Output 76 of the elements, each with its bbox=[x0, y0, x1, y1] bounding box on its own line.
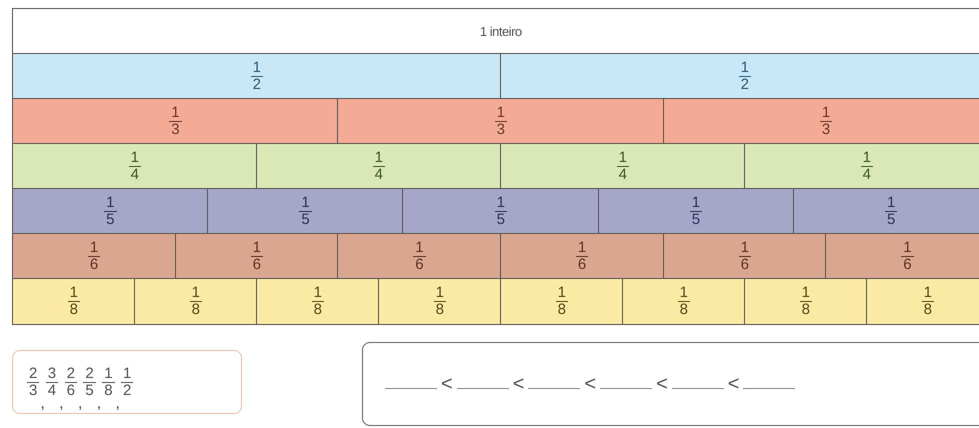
fraction-bar bbox=[12, 98, 339, 144]
less-than-sign: < bbox=[441, 372, 453, 396]
fraction: 1 8 bbox=[556, 284, 568, 318]
fraction: 1 5 bbox=[690, 194, 702, 228]
fraction-bar bbox=[402, 188, 600, 234]
fraction-bar bbox=[256, 278, 380, 324]
fraction: 2 5 bbox=[83, 366, 96, 398]
fraction: 1 4 bbox=[128, 150, 141, 183]
fraction: 1 6 bbox=[413, 240, 426, 273]
answer-card bbox=[362, 342, 979, 426]
fraction-bar bbox=[174, 233, 339, 280]
fraction-bar bbox=[500, 278, 624, 324]
fraction-bar bbox=[12, 53, 502, 100]
fraction-bar bbox=[337, 98, 664, 144]
comma: , bbox=[96, 395, 102, 413]
fraction-bar bbox=[12, 278, 136, 324]
fraction: 1 6 bbox=[901, 240, 914, 273]
comma: , bbox=[78, 395, 82, 413]
fraction-bar bbox=[662, 98, 979, 144]
fraction: 1 3 bbox=[820, 104, 832, 138]
fraction-bar bbox=[622, 278, 746, 324]
fraction-bar bbox=[744, 278, 868, 324]
fraction: 1 2 bbox=[120, 366, 134, 398]
fraction: 1 5 bbox=[299, 194, 312, 228]
fraction: 1 6 bbox=[576, 240, 588, 273]
fraction: 1 6 bbox=[738, 240, 751, 273]
fraction: 1 8 bbox=[190, 284, 202, 318]
bar-title: 1 inteiro bbox=[480, 24, 522, 39]
fraction: 1 8 bbox=[678, 284, 690, 318]
fraction-bar bbox=[500, 233, 664, 280]
comma: , bbox=[40, 395, 45, 413]
comma: , bbox=[116, 395, 120, 413]
fraction: 1 4 bbox=[616, 150, 629, 183]
fraction: 1 8 bbox=[68, 284, 80, 318]
fraction-bar bbox=[134, 278, 258, 324]
fraction-bar bbox=[500, 143, 746, 190]
fraction-bar bbox=[598, 188, 794, 234]
less-than-sign: < bbox=[656, 372, 668, 396]
fraction-bar bbox=[744, 143, 979, 190]
fraction-bar bbox=[12, 188, 209, 234]
fraction: 1 5 bbox=[494, 194, 507, 228]
less-than-sign: < bbox=[584, 372, 596, 396]
fraction-list-card bbox=[12, 350, 242, 414]
fraction: 1 8 bbox=[800, 284, 812, 318]
fraction: 1 6 bbox=[88, 240, 100, 273]
fraction-bar bbox=[500, 53, 979, 100]
fraction: 3 4 bbox=[46, 366, 58, 398]
fraction: 1 4 bbox=[860, 150, 873, 183]
fraction: 1 8 bbox=[312, 284, 324, 318]
less-than-sign: < bbox=[728, 372, 740, 396]
fraction-bar bbox=[207, 188, 404, 234]
fraction: 1 2 bbox=[250, 60, 263, 93]
comma: , bbox=[59, 395, 64, 413]
fraction: 1 6 bbox=[250, 240, 263, 273]
fraction: 2 3 bbox=[27, 366, 40, 398]
fraction-bar bbox=[256, 143, 502, 190]
fraction: 1 3 bbox=[169, 104, 182, 138]
fraction: 1 2 bbox=[738, 60, 751, 93]
fraction: 1 8 bbox=[922, 284, 934, 318]
fraction-bar bbox=[866, 278, 979, 324]
fraction-bar bbox=[792, 188, 979, 234]
fraction-bar bbox=[12, 233, 176, 280]
fraction: 1 4 bbox=[372, 150, 385, 183]
fraction: 1 8 bbox=[434, 284, 446, 318]
fraction-bar bbox=[662, 233, 827, 280]
fraction-bar bbox=[825, 233, 979, 280]
fraction: 2 6 bbox=[64, 366, 77, 398]
fraction: 1 3 bbox=[494, 104, 507, 138]
fraction-bar bbox=[12, 143, 258, 190]
fraction: 1 5 bbox=[104, 194, 117, 228]
fraction-bar bbox=[337, 233, 502, 280]
less-than-sign: < bbox=[512, 372, 524, 396]
whole-bar bbox=[12, 8, 979, 54]
fraction: 1 5 bbox=[884, 194, 898, 228]
fraction-bar bbox=[378, 278, 502, 324]
fraction: 1 8 bbox=[102, 366, 115, 398]
